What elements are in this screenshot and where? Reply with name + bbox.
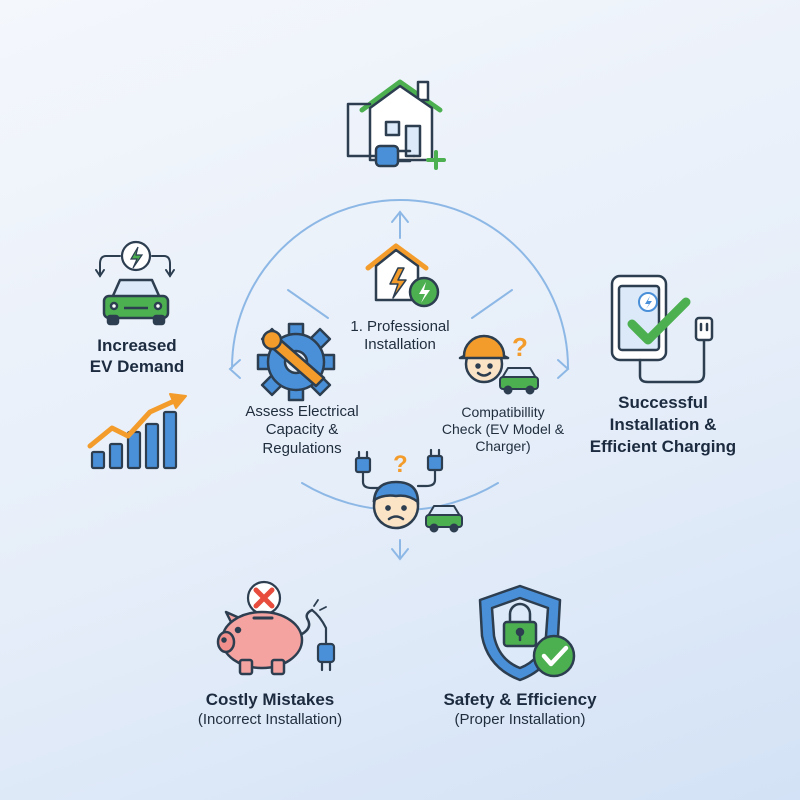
costly-label: Costly Mistakes (Incorrect Installation) [170,690,370,729]
costly-title: Costly Mistakes [205,690,335,709]
compat-line1: Compatibillity [461,404,545,420]
svg-text:?: ? [512,332,528,362]
compat-label: Compatibillity Check (EV Model & Charger… [423,404,583,455]
plug-right-icon [416,448,444,488]
center-label: 1. Professional Installation [320,318,480,355]
assess-line2: Capacity & [265,421,339,439]
assess-label: Assess Electrical Capacity & Regulations [222,403,382,458]
arrow-right-icon [557,359,570,379]
house-plug-icon [346,79,446,170]
center-label-line1: 1. Professional [350,318,450,335]
check-badge-icon [532,634,576,678]
spark-icon [313,599,327,611]
car-icon-small [499,367,539,395]
arrow-up-icon [391,210,409,223]
bolt-circle-icon [120,240,152,272]
technician-icon [458,334,510,384]
cycle-arrows-icon [95,255,175,278]
confused-person-icon [372,480,420,530]
success-line2: Installation & [609,415,717,435]
compat-line2: Check (EV Model & [441,421,565,438]
success-line3: Efficient Charging [589,437,737,457]
assess-line3: Regulations [262,439,342,457]
arrow-left-icon [228,359,241,379]
car-icon-bottom [425,505,463,533]
demand-line2: EV Demand [89,356,185,376]
ev-car-icon [102,278,170,326]
bar-trend-icon [87,393,187,470]
demand-label: Increased EV Demand [62,336,212,377]
success-line1: Successful [618,393,708,412]
assess-line1: Assess Electrical [245,403,359,420]
prohibited-x-icon [246,580,282,616]
gear-wrench-icon [256,322,336,402]
costly-sub: (Incorrect Installation) [197,710,343,728]
compat-line3: Charger) [475,438,531,455]
arc-framework [231,199,569,512]
success-label: Successful Installation & Efficient Char… [578,392,748,458]
question-mark-icon: ? [512,332,528,362]
phone-check-icon [610,274,714,384]
safety-title: Safety & Efficiency [443,690,597,709]
house-bolt-icon [365,243,440,308]
plug-left-icon [354,450,384,490]
safety-label: Safety & Efficiency (Proper Installation… [420,690,620,729]
safety-sub: (Proper Installation) [454,710,586,728]
piggy-bank-icon [216,608,314,676]
arrow-down-icon [391,539,409,561]
center-label-line2: Installation [364,336,436,354]
question-mark-icon-2: ? [393,451,408,478]
svg-text:?: ? [393,451,408,478]
plug-icon-piggy [310,608,336,672]
demand-line1: Increased [97,336,177,355]
